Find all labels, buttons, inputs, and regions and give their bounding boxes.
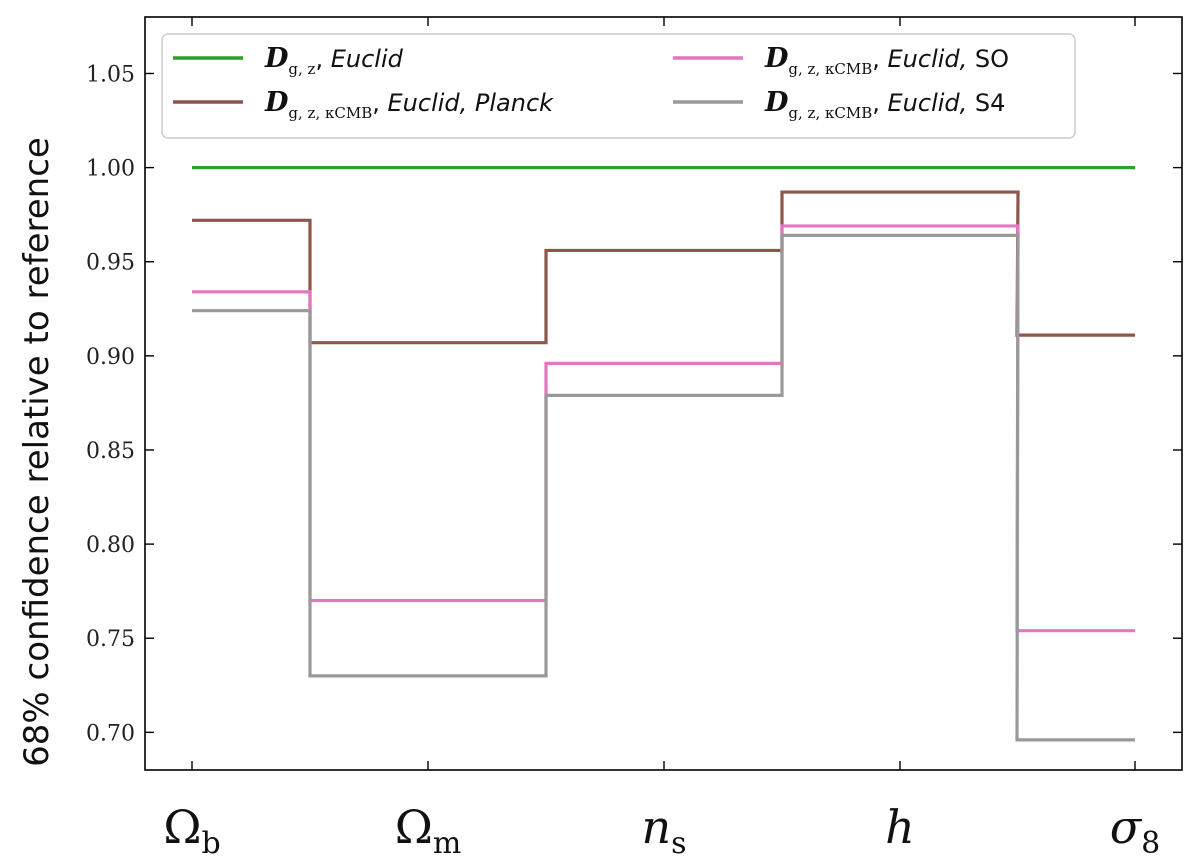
x-category-label: Ωb bbox=[163, 800, 220, 861]
y-tick-label: 0.95 bbox=[86, 251, 135, 276]
legend-label-3: Dg, z, κCMB, Euclid, S4 bbox=[764, 87, 1005, 122]
series-line-3 bbox=[192, 233, 1135, 742]
series-line-1 bbox=[192, 190, 1135, 345]
y-tick-label: 1.05 bbox=[86, 62, 135, 87]
x-category-label: σ8 bbox=[1110, 800, 1161, 861]
y-axis-label: 68% confidence relative to reference bbox=[17, 137, 57, 767]
y-tick-label: 0.75 bbox=[86, 627, 135, 652]
legend-label-2: Dg, z, κCMB, Euclid, SO bbox=[764, 43, 1009, 78]
x-category-label: h bbox=[885, 800, 915, 854]
legend-label-1: Dg, z, κCMB, Euclid, Planck bbox=[264, 87, 554, 122]
legend-box bbox=[161, 33, 1076, 139]
x-category-label: ns bbox=[641, 800, 686, 861]
series-layer bbox=[192, 166, 1135, 742]
y-tick-label: 0.90 bbox=[86, 345, 135, 370]
x-category-label: Ωm bbox=[395, 800, 462, 861]
y-tick-label: 0.70 bbox=[86, 721, 135, 746]
y-tick-label: 0.85 bbox=[86, 439, 135, 464]
legend-label-0: Dg, z, Euclid bbox=[264, 43, 404, 78]
series-line-2 bbox=[192, 224, 1135, 633]
y-tick-label: 1.00 bbox=[86, 157, 135, 182]
y-tick-label: 0.80 bbox=[86, 533, 135, 558]
